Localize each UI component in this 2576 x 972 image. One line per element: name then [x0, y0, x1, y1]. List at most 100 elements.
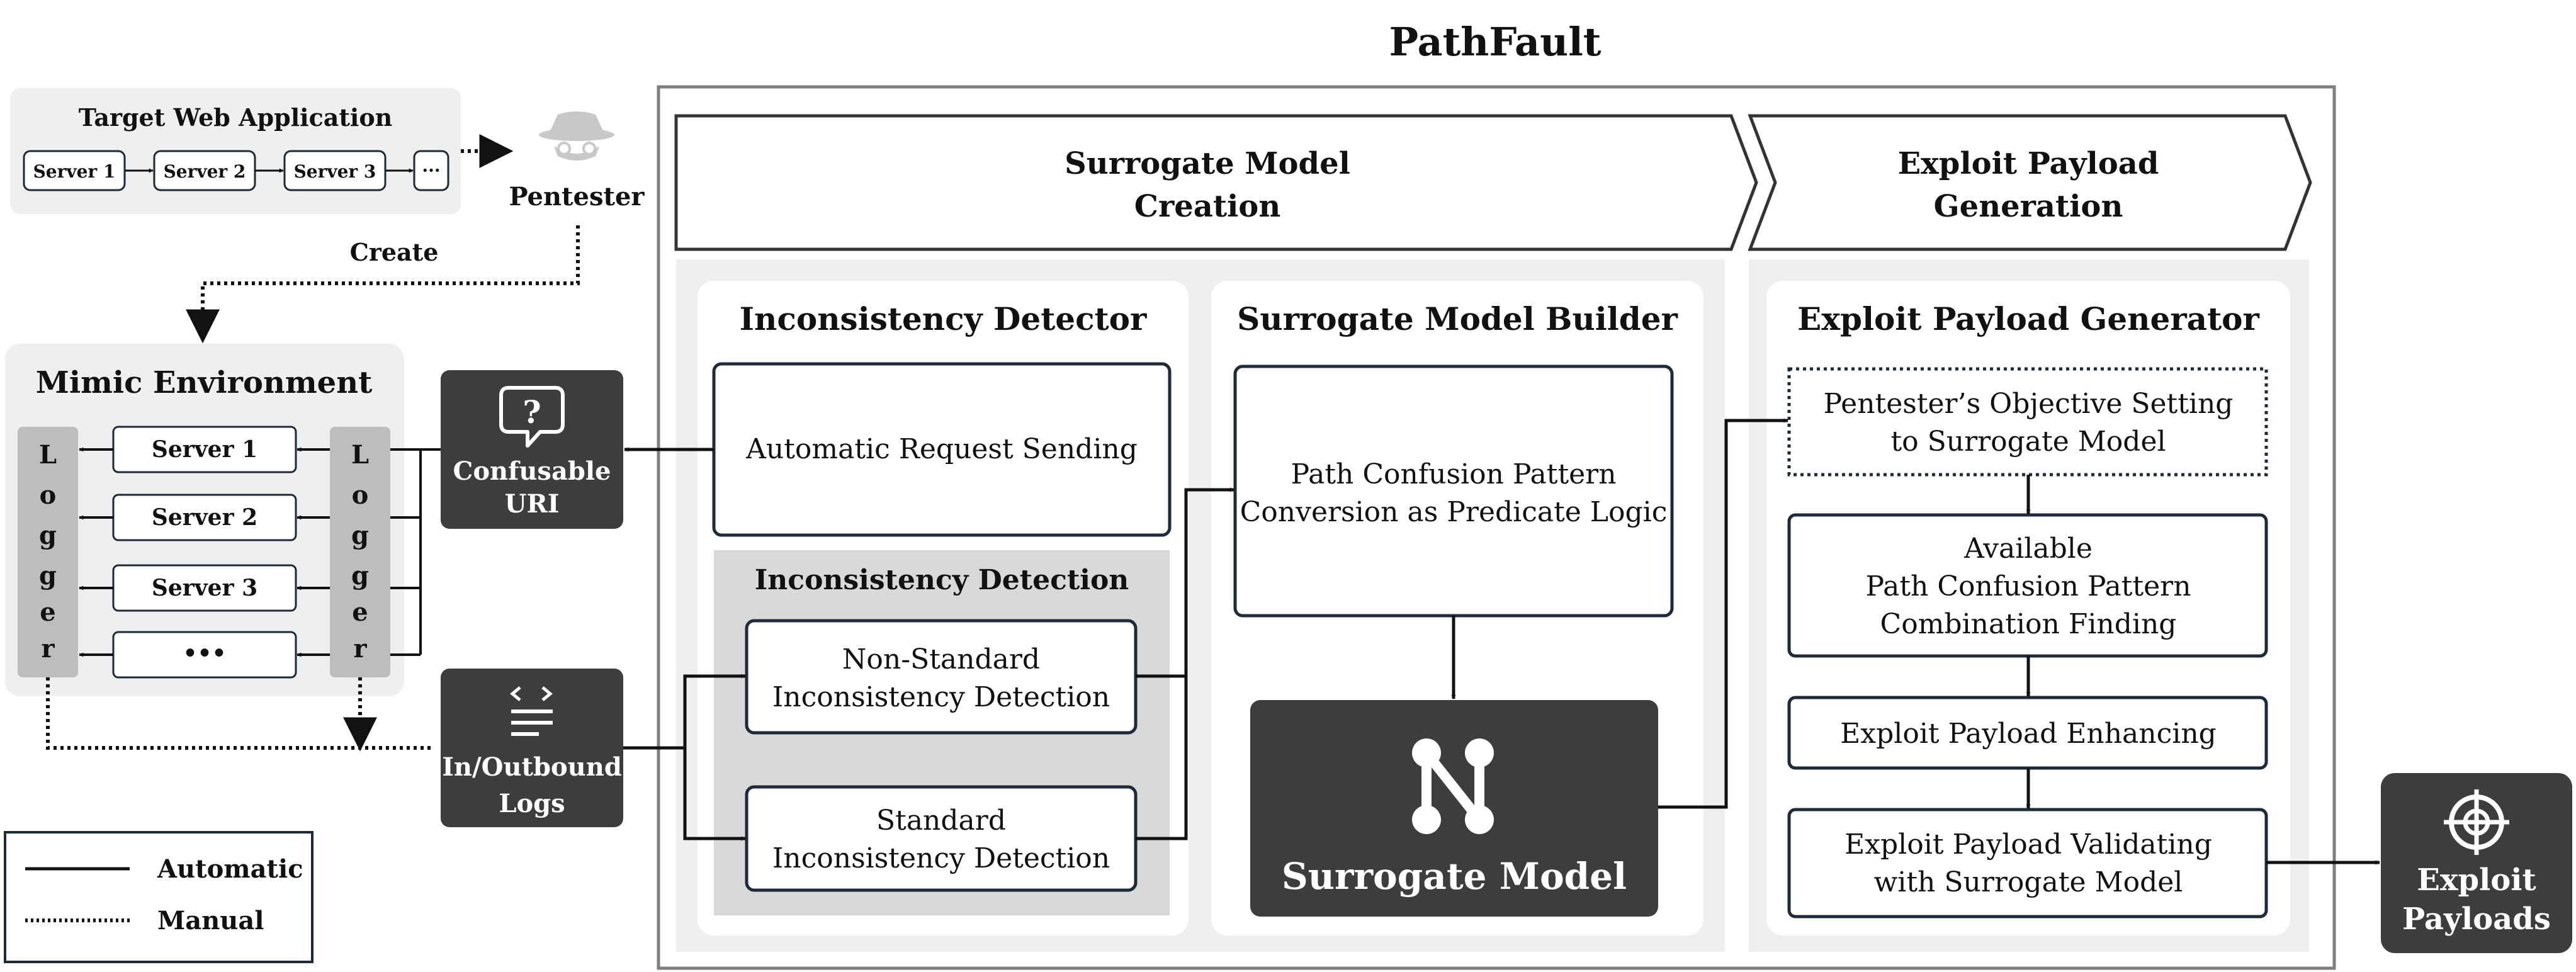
- surrogate-model-builder: Surrogate Model Builder Path Confusion P…: [1211, 281, 1703, 935]
- target-server-3: Server 3: [283, 150, 387, 191]
- conversion-line1: Path Confusion Pattern: [1291, 458, 1616, 490]
- svg-text:?: ?: [523, 393, 541, 431]
- exploit-payload-generator: Exploit Payload Generator Pentester’s Ob…: [1766, 281, 2290, 935]
- available-line1: Available: [1963, 533, 2093, 565]
- nonstandard-line2: Inconsistency Detection: [772, 681, 1110, 713]
- exploit-payloads-line1: Exploit: [2417, 862, 2536, 898]
- phase-surrogate-creation: Surrogate Model Creation: [674, 114, 1758, 251]
- enhancing-label: Exploit Payload Enhancing: [1840, 718, 2217, 750]
- mimic-server-more: •••: [112, 631, 297, 679]
- target-server-2: Server 2: [153, 150, 256, 191]
- nonstandard-detection-box: Non-Standard Inconsistency Detection: [745, 619, 1138, 735]
- combination-finding-box: Available Path Confusion Pattern Combina…: [1787, 513, 2268, 658]
- generator-title: Exploit Payload Generator: [1797, 300, 2259, 337]
- mimic-environment: Mimic Environment L o g g e r L o g g e …: [5, 344, 404, 696]
- target-server-label: ···: [422, 160, 440, 181]
- logger-right: L o g g e r: [330, 427, 390, 677]
- target-server-1: Server 1: [23, 150, 126, 191]
- crosshair-icon: [2444, 789, 2509, 855]
- target-server-more: ···: [413, 150, 449, 191]
- logs-line2: Logs: [499, 789, 565, 818]
- manual-arrow-loggers-to-logs: [46, 677, 434, 748]
- confusable-uri-line1: Confusable: [453, 456, 611, 486]
- logger-letter: g: [351, 521, 369, 550]
- network-n-icon: [1412, 738, 1494, 834]
- phase-generation-line2: Generation: [1934, 189, 2123, 224]
- phase-generation-line1: Exploit Payload: [1898, 146, 2159, 181]
- logs-box: In/Outbound Logs: [441, 669, 623, 827]
- validating-line2: with Surrogate Model: [1874, 866, 2183, 898]
- logger-letter: g: [39, 561, 57, 591]
- nonstandard-line1: Non-Standard: [842, 643, 1040, 675]
- exploit-payloads-box: Exploit Payloads: [2381, 773, 2572, 953]
- surrogate-model-box: Surrogate Model: [1250, 700, 1658, 917]
- mimic-server-2: Server 2: [112, 494, 297, 541]
- arrow-model-to-objective: [1658, 418, 1788, 809]
- request-sending-box: Automatic Request Sending: [712, 362, 1172, 537]
- logs-line1: In/Outbound: [442, 752, 622, 782]
- mimic-title: Mimic Environment: [36, 365, 373, 400]
- surrogate-model-label: Surrogate Model: [1282, 855, 1627, 898]
- question-bubble-icon: ?: [499, 386, 565, 448]
- confusable-uri-box: ? Confusable URI: [441, 370, 623, 529]
- manual-arrow-pentester-to-mimic: [186, 225, 580, 344]
- enhancing-box: Exploit Payload Enhancing: [1787, 696, 2268, 770]
- pentester-label: Pentester: [509, 182, 645, 212]
- diagram-title: PathFault: [1389, 19, 1602, 65]
- target-web-application: Target Web Application Server 1 Server 2…: [10, 88, 461, 214]
- phase-creation-line2: Creation: [1134, 189, 1280, 224]
- target-app-title: Target Web Application: [79, 103, 393, 132]
- inconsistency-detection-panel: Inconsistency Detection Non-Standard Inc…: [714, 550, 1170, 915]
- logger-letter: L: [39, 440, 57, 470]
- legend-manual: Manual: [157, 906, 264, 935]
- target-server-label: Server 2: [164, 161, 246, 182]
- inconsistency-detector: Inconsistency Detector Automatic Request…: [698, 281, 1189, 935]
- objective-line1: Pentester’s Objective Setting: [1824, 388, 2234, 420]
- logger-letter: r: [353, 634, 367, 664]
- mimic-server-1: Server 1: [112, 426, 297, 473]
- conversion-box: Path Confusion Pattern Conversion as Pre…: [1233, 364, 1674, 618]
- conversion-line2: Conversion as Predicate Logic: [1240, 496, 1668, 528]
- code-lines-icon: [510, 686, 553, 736]
- request-sending-label: Automatic Request Sending: [745, 433, 1138, 465]
- mimic-server-label: Server 3: [152, 575, 257, 601]
- mimic-server-label: Server 1: [152, 436, 257, 463]
- logger-left: L o g g e r: [18, 427, 78, 677]
- pentester: Pentester: [509, 111, 645, 212]
- logger-letter: e: [352, 597, 368, 627]
- logger-letter: L: [351, 440, 369, 470]
- validating-box: Exploit Payload Validating with Surrogat…: [1787, 808, 2268, 918]
- legend-automatic: Automatic: [157, 854, 303, 884]
- standard-detection-box: Standard Inconsistency Detection: [745, 785, 1138, 892]
- spy-hat-icon: [539, 111, 614, 161]
- mimic-server-label: •••: [183, 640, 226, 667]
- target-server-label: Server 1: [33, 161, 116, 182]
- phase-creation-line1: Surrogate Model: [1065, 146, 1350, 181]
- objective-line2: to Surrogate Model: [1890, 426, 2166, 458]
- create-label: Create: [350, 238, 439, 266]
- legend: Automatic Manual: [4, 831, 314, 963]
- phase-exploit-generation: Exploit Payload Generation: [1748, 114, 2312, 251]
- logger-letter: r: [41, 634, 55, 664]
- validating-line1: Exploit Payload Validating: [1844, 828, 2212, 861]
- detection-title: Inconsistency Detection: [755, 564, 1129, 596]
- available-line2: Path Confusion Pattern: [1865, 570, 2191, 602]
- mimic-server-3: Server 3: [112, 564, 297, 612]
- confusable-uri-line2: URI: [505, 489, 560, 519]
- mimic-server-label: Server 2: [152, 504, 257, 531]
- available-line3: Combination Finding: [1880, 608, 2177, 640]
- logger-letter: e: [40, 597, 55, 627]
- logger-letter: o: [40, 480, 57, 510]
- logger-letter: o: [352, 480, 369, 510]
- logger-letter: g: [351, 561, 369, 591]
- standard-line1: Standard: [876, 805, 1006, 837]
- connector-uri-to-logger: [390, 448, 441, 656]
- builder-title: Surrogate Model Builder: [1237, 300, 1678, 337]
- exploit-payloads-line2: Payloads: [2402, 901, 2551, 937]
- logger-letter: g: [39, 521, 57, 550]
- target-server-label: Server 3: [294, 161, 376, 182]
- objective-setting-box: Pentester’s Objective Setting to Surroga…: [1787, 367, 2268, 477]
- standard-line2: Inconsistency Detection: [772, 842, 1110, 874]
- detector-title: Inconsistency Detector: [740, 300, 1147, 337]
